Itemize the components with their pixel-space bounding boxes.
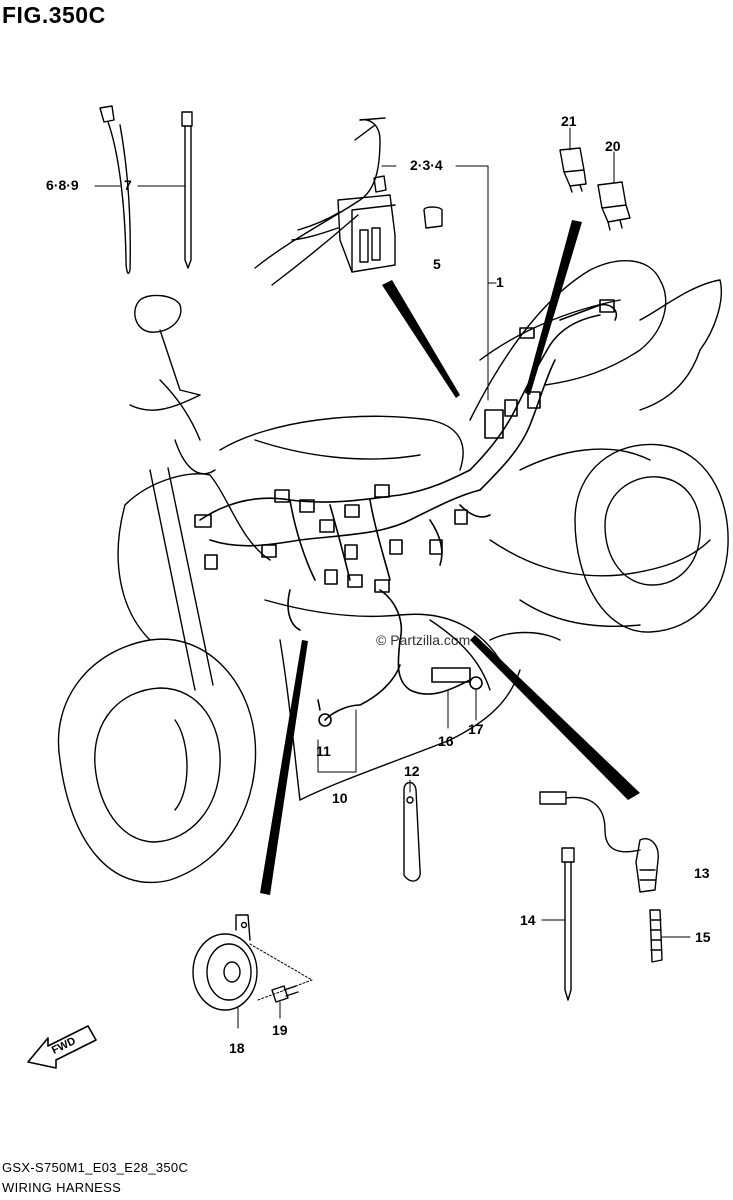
fwd-arrow: FWD [27, 1025, 97, 1069]
callout-13[interactable]: 13 [694, 865, 710, 881]
pointer-arrows [260, 220, 640, 895]
callout-6-8-9[interactable]: 6·8·9 [46, 177, 79, 193]
sensor-13 [539, 791, 659, 893]
relay-21 [559, 147, 587, 193]
horn-18 [192, 914, 258, 1011]
callout-10[interactable]: 10 [332, 790, 348, 806]
relay-20 [597, 181, 631, 231]
callout-5[interactable]: 5 [433, 256, 441, 272]
callout-20[interactable]: 20 [605, 138, 621, 154]
callout-15[interactable]: 15 [695, 929, 711, 945]
callout-12[interactable]: 12 [404, 763, 420, 779]
bracket-12 [403, 781, 421, 882]
model-code: GSX-S750M1_E03_E28_350C [2, 1160, 189, 1175]
callout-19[interactable]: 19 [272, 1022, 288, 1038]
figure-title: FIG.350C [2, 2, 106, 28]
front-wheel [57, 638, 257, 884]
callout-11[interactable]: 11 [316, 743, 331, 759]
main-wiring-harness [194, 299, 618, 727]
motorcycle-outline [57, 260, 729, 884]
fuse-box [254, 117, 443, 286]
spark-plug-15 [649, 909, 663, 963]
callout-17[interactable]: 17 [468, 721, 484, 737]
callout-14[interactable]: 14 [520, 912, 536, 928]
cable-tie-7 [181, 111, 193, 269]
leader-lines [94, 127, 691, 1029]
section-name: WIRING HARNESS [2, 1180, 122, 1195]
callout-1[interactable]: 1 [496, 274, 504, 290]
cable-tie-14 [561, 847, 575, 1001]
callout-2-3-4[interactable]: 2·3·4 [410, 157, 443, 173]
watermark-text: © Partzilla.com [376, 632, 471, 648]
callout-18[interactable]: 18 [229, 1040, 245, 1056]
callout-7[interactable]: 7 [124, 177, 132, 193]
cable-tie-6-8-9 [99, 105, 131, 274]
rear-wheel [574, 443, 729, 633]
callout-21[interactable]: 21 [561, 113, 577, 129]
bolt-19 [271, 985, 299, 1003]
callout-16[interactable]: 16 [438, 733, 454, 749]
